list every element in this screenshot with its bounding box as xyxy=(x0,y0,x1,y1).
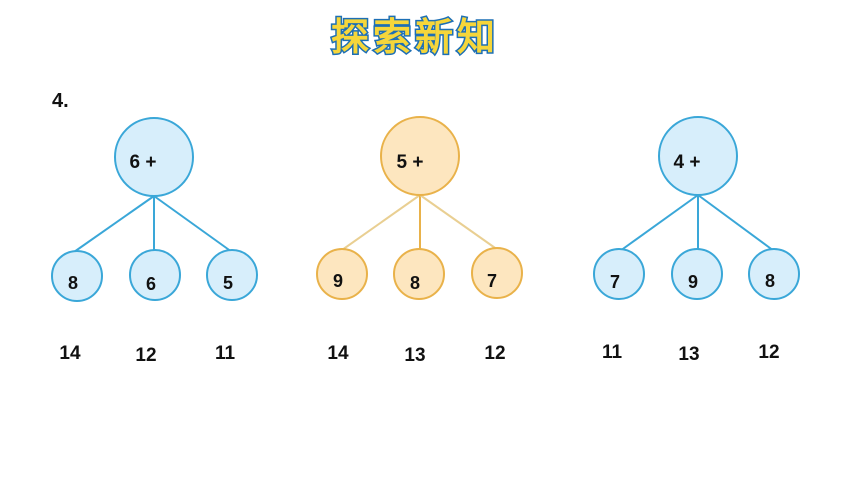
tree-1-answer-2: 12 xyxy=(135,345,157,366)
tree-2-child-node-1 xyxy=(316,248,368,300)
tree-3-root-node xyxy=(658,116,738,196)
tree-3-child-node-3 xyxy=(748,248,800,300)
question-number: 4. xyxy=(52,90,69,112)
tree-1-root-label: 6 + xyxy=(130,152,157,173)
tree-1-child-node-2 xyxy=(129,249,181,301)
tree-3-child-label-3: 8 xyxy=(765,271,775,291)
section-title-text: 探索新知 xyxy=(331,15,499,59)
tree-1-child-label-3: 5 xyxy=(223,273,233,293)
tree-3-root-label: 4 + xyxy=(674,152,701,173)
tree-1-child-label-1: 8 xyxy=(68,273,78,293)
tree-2-child-label-2: 8 xyxy=(410,273,420,293)
section-title: 探索新知 xyxy=(329,14,499,61)
tree-3: 4 + 7 9 8 xyxy=(593,116,800,300)
tree-1: 6 + 8 6 5 xyxy=(51,117,258,302)
tree-2-answer-2: 13 xyxy=(404,345,426,366)
tree-1-root-node xyxy=(114,117,194,197)
tree-2-child-label-1: 9 xyxy=(333,271,343,291)
tree-1-branch-1 xyxy=(73,195,155,253)
tree-1-child-node-3 xyxy=(206,249,258,301)
tree-3-child-label-1: 7 xyxy=(610,272,620,292)
tree-2-root-label: 5 + xyxy=(397,152,424,173)
tree-1-branch-3 xyxy=(153,195,233,253)
tree-1-answer-3: 11 xyxy=(214,343,236,364)
tree-3-child-node-2 xyxy=(671,248,723,300)
tree-3-branch-3 xyxy=(697,194,775,252)
tree-1-child-node-1 xyxy=(51,250,103,302)
tree-2-child-node-3 xyxy=(471,247,523,299)
tree-2-answer-3: 12 xyxy=(484,343,506,364)
tree-2-root-node xyxy=(380,116,460,196)
tree-2-branch-3 xyxy=(419,194,499,251)
tree-2-child-label-3: 7 xyxy=(487,271,497,291)
tree-3-answer-3: 12 xyxy=(758,342,780,363)
tree-3-child-node-1 xyxy=(593,248,645,300)
tree-2-child-node-2 xyxy=(393,248,445,300)
tree-3-answer-2: 13 xyxy=(678,344,700,365)
tree-3-answer-1: 11 xyxy=(601,342,623,363)
tree-2-answer-1: 14 xyxy=(327,343,349,364)
tree-1-child-label-2: 6 xyxy=(146,274,156,294)
tree-3-child-label-2: 9 xyxy=(688,272,698,292)
tree-2-branch-1 xyxy=(341,194,421,251)
tree-1-answer-1: 14 xyxy=(59,343,81,364)
tree-2: 5 + 9 8 7 xyxy=(316,116,523,300)
tree-3-branch-1 xyxy=(619,194,699,252)
